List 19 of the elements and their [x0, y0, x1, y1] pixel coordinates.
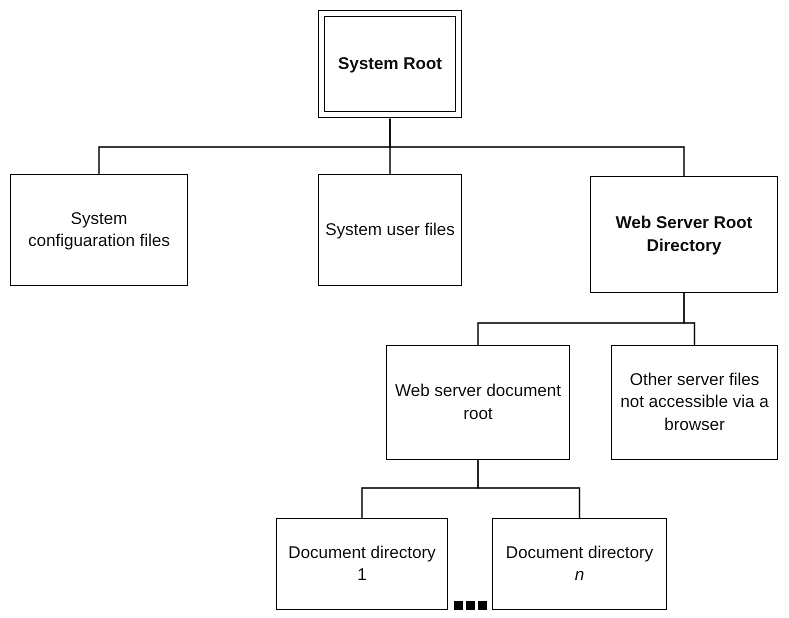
root-box [324, 16, 456, 112]
directory-box [611, 345, 778, 460]
node-label: Document directory 1 [287, 542, 437, 586]
node-label: Web server document root [394, 380, 562, 424]
node-label: Other server files not accessible via a browser [619, 369, 770, 436]
directory-box [318, 174, 462, 286]
node-label: System configuaration files [27, 208, 171, 252]
connector-line [683, 293, 696, 345]
directory-box [492, 518, 667, 610]
directory-box [590, 176, 778, 293]
node-label: System Root [338, 52, 442, 75]
node-label: System user files [325, 218, 455, 241]
directory-box [10, 174, 188, 286]
node-label: Document directory n [504, 542, 654, 586]
node-label: Web Server Root Directory [614, 212, 754, 256]
directory-box [386, 345, 570, 460]
directory-box [276, 518, 448, 610]
connector-line [477, 460, 580, 518]
connector-line [389, 118, 685, 176]
